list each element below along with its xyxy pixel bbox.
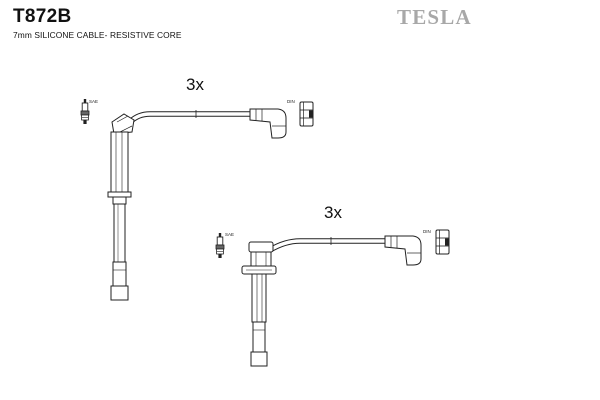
- part-number: T872B: [13, 6, 72, 27]
- brand-logo: TESLA: [397, 5, 472, 29]
- cable-spec: 7mm SILICONE CABLE- RESISTIVE CORE: [13, 30, 182, 40]
- quantity-label-1: 3x: [186, 75, 204, 94]
- din-cap-icon-1: [299, 101, 314, 127]
- end-label-1: DIN: [287, 99, 295, 104]
- din-cap-icon-2: [435, 229, 450, 255]
- spark-plug-icon-2: [215, 232, 225, 259]
- plug-label-1: SAE: [89, 99, 98, 104]
- end-label-2: DIN: [423, 229, 431, 234]
- cable-set-1: 3x SAE DIN: [80, 75, 314, 301]
- spark-plug-icon-1: [80, 98, 90, 125]
- quantity-label-2: 3x: [324, 203, 342, 222]
- plug-label-2: SAE: [225, 232, 234, 237]
- cable-set-2: 3x SAE DIN: [215, 203, 450, 367]
